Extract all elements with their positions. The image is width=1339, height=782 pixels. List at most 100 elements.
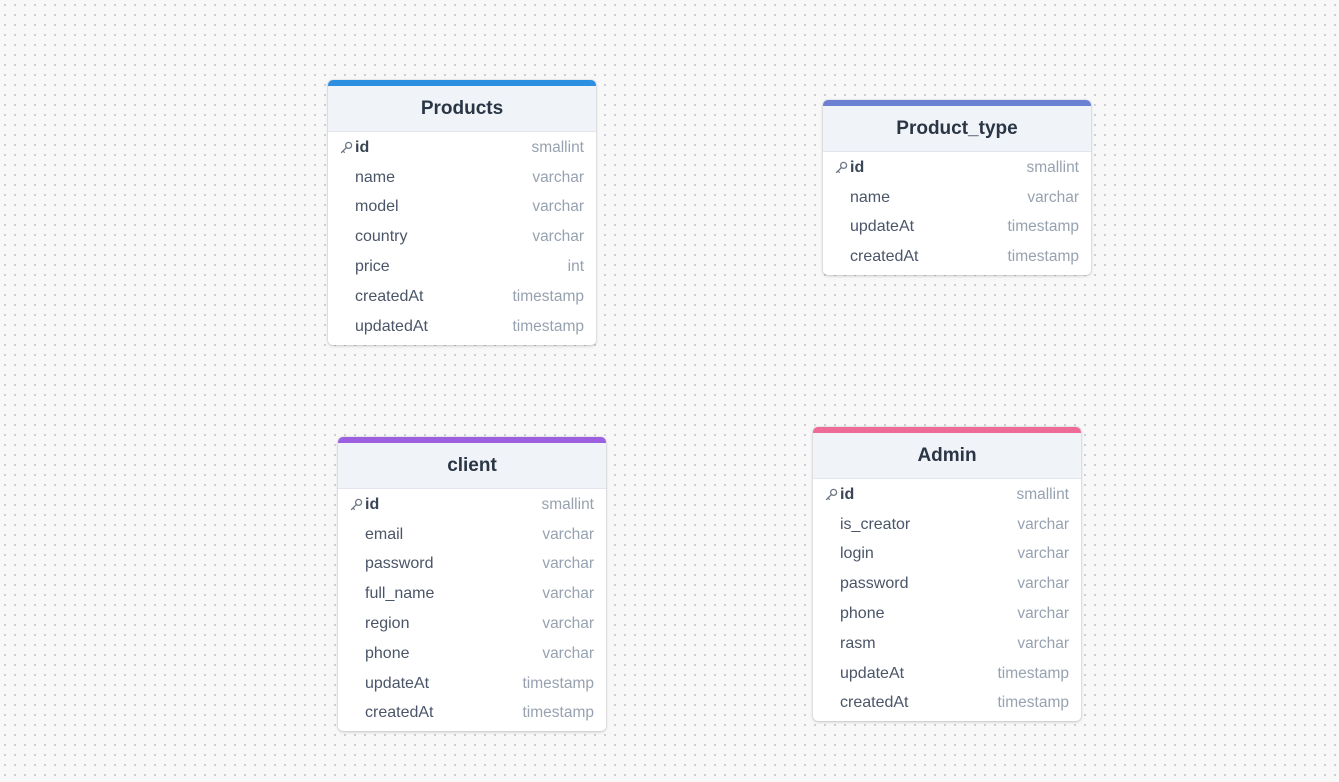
field-name: createdAt bbox=[850, 248, 919, 266]
field-name: price bbox=[355, 258, 390, 276]
field-type: varchar bbox=[542, 644, 594, 662]
field-row-password[interactable]: password varchar bbox=[338, 550, 606, 580]
field-type: smallint bbox=[541, 495, 594, 513]
field-name: updateAt bbox=[365, 674, 430, 692]
field-type: varchar bbox=[1017, 605, 1069, 623]
table-card-admin[interactable]: Admin id smallint is_creator varchar log… bbox=[813, 427, 1081, 722]
field-list: id smallint email varchar password varch… bbox=[338, 489, 606, 731]
field-row-is_creator[interactable]: is_creator varchar bbox=[813, 510, 1081, 540]
field-name: createdAt bbox=[840, 694, 909, 712]
field-name: region bbox=[365, 615, 410, 633]
field-name: login bbox=[840, 545, 874, 563]
field-name: updatedAt bbox=[355, 317, 428, 335]
field-type: timestamp bbox=[1007, 248, 1080, 266]
table-header[interactable]: Admin bbox=[813, 427, 1081, 479]
table-title: Product_type bbox=[896, 117, 1018, 139]
field-list: id smallint name varchar updateAt timest… bbox=[823, 152, 1091, 275]
field-name: country bbox=[355, 228, 408, 246]
table-card-products[interactable]: Products id smallint name varchar model … bbox=[328, 80, 596, 345]
field-name: updateAt bbox=[850, 218, 915, 236]
field-type: timestamp bbox=[512, 287, 585, 305]
key-icon bbox=[825, 488, 840, 502]
table-header[interactable]: Products bbox=[328, 80, 596, 132]
field-type: timestamp bbox=[512, 317, 585, 335]
field-name: phone bbox=[840, 605, 885, 623]
field-type: timestamp bbox=[522, 704, 595, 722]
field-row-name[interactable]: name varchar bbox=[823, 183, 1091, 213]
field-type: varchar bbox=[542, 525, 594, 543]
field-type: varchar bbox=[532, 228, 584, 246]
field-name: id bbox=[365, 495, 380, 513]
field-type: varchar bbox=[542, 585, 594, 603]
field-type: varchar bbox=[532, 168, 584, 186]
key-icon bbox=[835, 161, 850, 175]
field-name: email bbox=[365, 525, 404, 543]
field-type: varchar bbox=[542, 555, 594, 573]
field-row-id[interactable]: id smallint bbox=[813, 480, 1081, 510]
field-type: varchar bbox=[542, 615, 594, 633]
field-name: password bbox=[840, 575, 909, 593]
table-header[interactable]: Product_type bbox=[823, 100, 1091, 152]
field-row-model[interactable]: model varchar bbox=[328, 193, 596, 223]
field-name: name bbox=[355, 168, 396, 186]
field-row-password[interactable]: password varchar bbox=[813, 569, 1081, 599]
field-type: smallint bbox=[1026, 158, 1079, 176]
field-row-updateAt[interactable]: updateAt timestamp bbox=[338, 669, 606, 699]
field-type: varchar bbox=[1017, 575, 1069, 593]
field-row-email[interactable]: email varchar bbox=[338, 520, 606, 550]
field-row-price[interactable]: price int bbox=[328, 252, 596, 282]
field-name: model bbox=[355, 198, 399, 216]
field-row-updateAt[interactable]: updateAt timestamp bbox=[823, 213, 1091, 243]
field-name: phone bbox=[365, 644, 410, 662]
field-row-phone[interactable]: phone varchar bbox=[813, 599, 1081, 629]
table-title: Admin bbox=[917, 444, 977, 466]
field-name: rasm bbox=[840, 634, 876, 652]
field-row-name[interactable]: name varchar bbox=[328, 163, 596, 193]
field-name: createdAt bbox=[365, 704, 434, 722]
field-type: timestamp bbox=[1007, 218, 1080, 236]
field-row-updateAt[interactable]: updateAt timestamp bbox=[813, 659, 1081, 689]
field-type: varchar bbox=[1027, 188, 1079, 206]
field-row-country[interactable]: country varchar bbox=[328, 222, 596, 252]
field-name: full_name bbox=[365, 585, 435, 603]
table-card-product-type[interactable]: Product_type id smallint name varchar up… bbox=[823, 100, 1091, 276]
table-title: client bbox=[447, 454, 497, 476]
field-row-id[interactable]: id smallint bbox=[338, 490, 606, 520]
field-name: id bbox=[840, 485, 855, 503]
field-type: int bbox=[567, 258, 584, 276]
field-name: id bbox=[850, 158, 865, 176]
field-name: is_creator bbox=[840, 515, 911, 533]
field-row-createdAt[interactable]: createdAt timestamp bbox=[813, 689, 1081, 719]
field-row-full_name[interactable]: full_name varchar bbox=[338, 579, 606, 609]
field-type: timestamp bbox=[997, 694, 1070, 712]
field-row-createdAt[interactable]: createdAt timestamp bbox=[338, 699, 606, 729]
field-row-id[interactable]: id smallint bbox=[823, 153, 1091, 183]
key-icon bbox=[350, 498, 365, 512]
field-row-createdAt[interactable]: createdAt timestamp bbox=[823, 242, 1091, 272]
field-row-rasm[interactable]: rasm varchar bbox=[813, 629, 1081, 659]
field-name: createdAt bbox=[355, 287, 424, 305]
key-icon bbox=[340, 141, 355, 155]
field-list: id smallint name varchar model varchar c… bbox=[328, 132, 596, 345]
field-row-createdAt[interactable]: createdAt timestamp bbox=[328, 282, 596, 312]
field-type: timestamp bbox=[997, 664, 1070, 682]
field-list: id smallint is_creator varchar login var… bbox=[813, 479, 1081, 721]
field-type: varchar bbox=[1017, 634, 1069, 652]
table-card-client[interactable]: client id smallint email varchar passwor… bbox=[338, 437, 606, 732]
field-name: id bbox=[355, 138, 370, 156]
field-type: varchar bbox=[1017, 515, 1069, 533]
field-type: smallint bbox=[1016, 485, 1069, 503]
field-type: varchar bbox=[1017, 545, 1069, 563]
field-type: smallint bbox=[531, 138, 584, 156]
field-row-updatedAt[interactable]: updatedAt timestamp bbox=[328, 312, 596, 342]
field-row-phone[interactable]: phone varchar bbox=[338, 639, 606, 669]
field-type: timestamp bbox=[522, 674, 595, 692]
table-header[interactable]: client bbox=[338, 437, 606, 489]
field-row-login[interactable]: login varchar bbox=[813, 540, 1081, 570]
field-row-id[interactable]: id smallint bbox=[328, 133, 596, 163]
field-type: varchar bbox=[532, 198, 584, 216]
field-name: updateAt bbox=[840, 664, 905, 682]
field-name: name bbox=[850, 188, 891, 206]
field-row-region[interactable]: region varchar bbox=[338, 609, 606, 639]
